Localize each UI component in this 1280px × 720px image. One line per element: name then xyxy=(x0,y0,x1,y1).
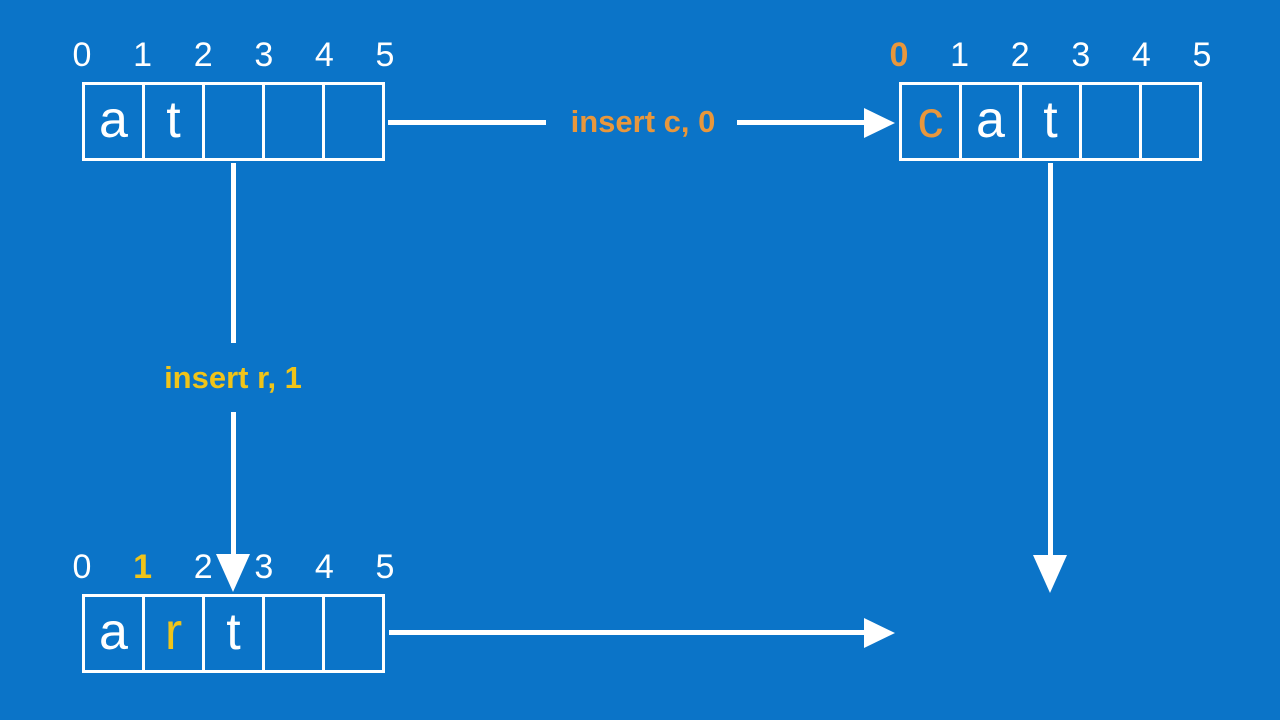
array-cell-inserted: c xyxy=(917,90,944,149)
array-cell-inserted: r xyxy=(142,597,202,670)
array-cell xyxy=(1139,85,1199,158)
array-cell xyxy=(1079,85,1139,158)
array-cell xyxy=(322,597,382,670)
array-cell: a xyxy=(99,90,128,149)
arrow-line xyxy=(737,120,865,125)
array-bottom-left-indices: 0 1 2 3 4 5 xyxy=(73,545,395,589)
array-cell xyxy=(202,85,262,158)
arrow-label-insert-c: insert c, 0 xyxy=(570,104,716,139)
arrowhead-right-icon xyxy=(864,618,895,648)
array-top-right-indices: 0 1 2 3 4 5 xyxy=(890,33,1212,77)
array-cell: a xyxy=(99,602,128,661)
arrow-line xyxy=(1048,163,1053,557)
index-label: 1 xyxy=(950,36,970,74)
array-cell xyxy=(262,597,322,670)
array-cell: t xyxy=(202,597,262,670)
index-label: 5 xyxy=(1192,36,1212,74)
array-cell xyxy=(322,85,382,158)
array-cell: t xyxy=(1019,85,1079,158)
array-cell: t xyxy=(142,85,202,158)
array-bottom-left: 0 1 2 3 4 5 a r t xyxy=(73,545,395,673)
index-label: 4 xyxy=(314,548,334,586)
index-label: 2 xyxy=(193,36,213,74)
index-label: 5 xyxy=(375,36,395,74)
index-label: 4 xyxy=(1131,36,1151,74)
index-label: 2 xyxy=(1010,36,1030,74)
arrow-line xyxy=(231,163,236,343)
array-top-right-box: c a t xyxy=(899,82,1202,161)
array-bottom-left-box: a r t xyxy=(82,594,385,673)
array-top-left-indices: 0 1 2 3 4 5 xyxy=(73,33,395,77)
arrowhead-right-icon xyxy=(864,108,895,138)
array-cell: a xyxy=(959,85,1019,158)
index-label: 1 xyxy=(133,36,153,74)
index-label: 0 xyxy=(72,548,92,586)
arrowhead-down-icon xyxy=(1033,555,1067,593)
index-label: 3 xyxy=(254,36,274,74)
arrow-line xyxy=(388,120,546,125)
arrow-line xyxy=(231,412,236,554)
index-label: 4 xyxy=(314,36,334,74)
index-label: 2 xyxy=(193,548,213,586)
arrow-line xyxy=(389,630,865,635)
index-label: 3 xyxy=(1071,36,1091,74)
index-label: 5 xyxy=(375,548,395,586)
array-cell xyxy=(262,85,322,158)
index-label-highlighted: 1 xyxy=(133,548,153,586)
arrowhead-down-icon xyxy=(216,554,250,592)
arrow-label-insert-r: insert r, 1 xyxy=(164,360,302,395)
index-label: 3 xyxy=(254,548,274,586)
array-top-left: 0 1 2 3 4 5 a t xyxy=(73,33,395,161)
array-top-left-box: a t xyxy=(82,82,385,161)
index-label: 0 xyxy=(72,36,92,74)
index-label-highlighted: 0 xyxy=(889,36,909,74)
array-top-right: 0 1 2 3 4 5 c a t xyxy=(890,33,1212,161)
